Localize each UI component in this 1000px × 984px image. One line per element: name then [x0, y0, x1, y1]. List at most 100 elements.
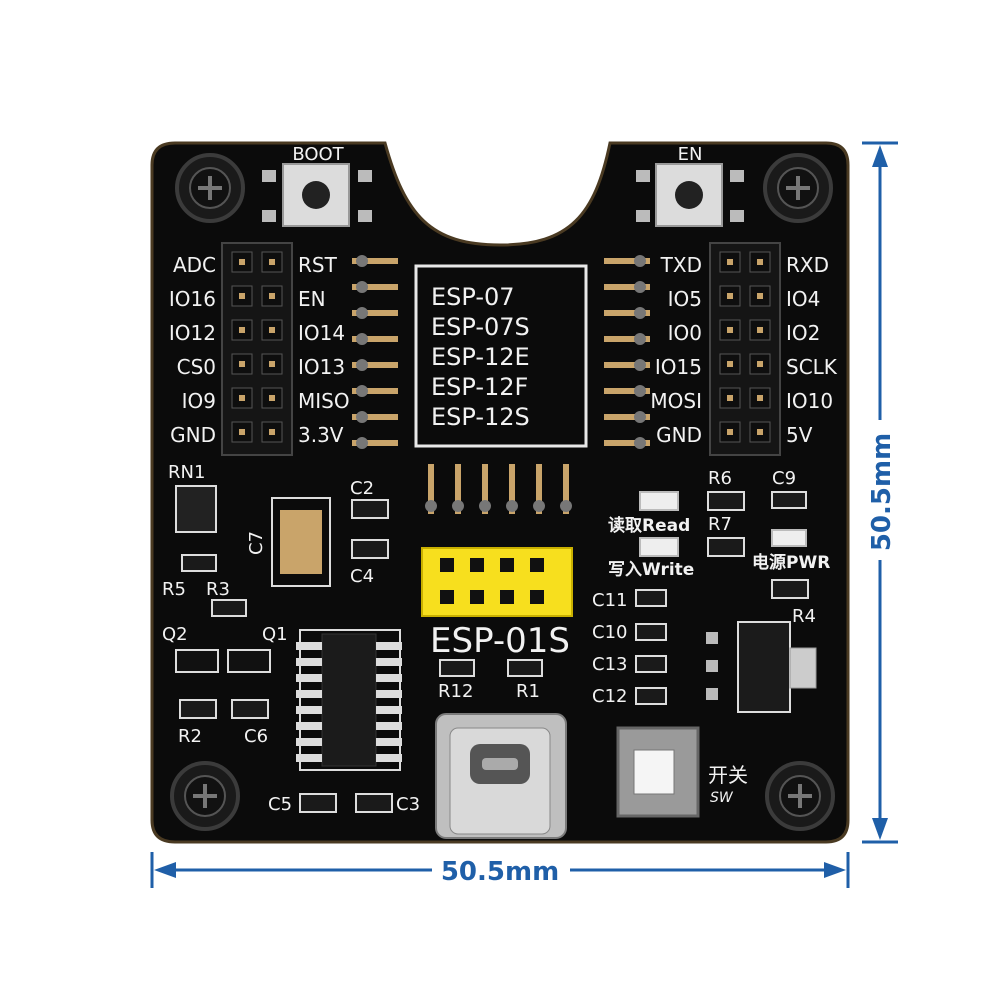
c11-label: C11	[592, 590, 627, 611]
spring-pin-head	[452, 500, 464, 512]
spring-pin-head	[356, 437, 368, 449]
spring-pin-head	[506, 500, 518, 512]
led-read	[639, 491, 679, 511]
spring-pin	[352, 440, 398, 446]
capacitor-c7-outline	[271, 497, 331, 587]
esp01s-label: ESP-01S	[430, 621, 570, 661]
spring-pin	[352, 388, 398, 394]
left-outer-labels: ADC IO16 IO12 CS0 IO9 GND	[169, 253, 216, 447]
c5-label: C5	[268, 794, 292, 815]
pin-label: SCLK	[786, 355, 838, 379]
pin-label: IO15	[655, 355, 702, 379]
mount-hole-top-left	[175, 153, 245, 223]
r3-label: R3	[206, 579, 230, 600]
pin-label: IO4	[786, 287, 820, 311]
pin-label: GND	[656, 423, 702, 447]
header-pin-contact	[239, 327, 245, 333]
spring-pin	[428, 464, 434, 514]
c2-label: C2	[350, 478, 374, 499]
resistor-r5	[181, 554, 217, 572]
header-pin-contact	[757, 327, 763, 333]
header-pin-contact	[269, 429, 275, 435]
right-pin-header	[709, 242, 781, 456]
spring-pin-head	[356, 359, 368, 371]
pin-label: IO16	[169, 287, 216, 311]
spring-pin	[536, 464, 542, 514]
spring-pin	[455, 464, 461, 514]
c13-label: C13	[592, 654, 627, 675]
pin-label: GND	[170, 423, 216, 447]
spring-pin-head	[634, 333, 646, 345]
spring-pin-head	[634, 385, 646, 397]
q1-label: Q1	[262, 624, 288, 645]
spring-pin	[604, 388, 650, 394]
spring-pin	[352, 310, 398, 316]
switch-label-en: SW	[710, 790, 734, 806]
capacitor-c4	[351, 539, 389, 559]
chip-leg	[296, 642, 322, 650]
pin-label: IO2	[786, 321, 820, 345]
capacitor-c12	[635, 687, 667, 705]
chip-leg	[296, 706, 322, 714]
chip-leg	[376, 706, 402, 714]
c9-label: C9	[772, 468, 796, 489]
spring-pin	[604, 310, 650, 316]
boot-button[interactable]	[262, 163, 372, 227]
r12-label: R12	[438, 681, 473, 702]
r5-label: R5	[162, 579, 186, 600]
pin-label: 5V	[786, 423, 813, 447]
resistor-r4	[771, 579, 809, 599]
pin-label: TXD	[660, 253, 702, 277]
pin-label: ADC	[173, 253, 216, 277]
spring-pin	[563, 464, 569, 514]
en-button[interactable]	[636, 163, 744, 227]
write-led-label: 写入Write	[608, 560, 694, 580]
r1-label: R1	[516, 681, 540, 702]
spring-pin-head	[356, 333, 368, 345]
capacitor-c11	[635, 589, 667, 607]
header-pin-contact	[757, 395, 763, 401]
spring-pin-head	[634, 255, 646, 267]
left-pin-header	[221, 242, 293, 456]
rn1-label: RN1	[168, 462, 205, 483]
c12-label: C12	[592, 686, 627, 707]
spring-pin	[604, 414, 650, 420]
spring-pins-left	[352, 255, 398, 449]
capacitor-c9	[771, 491, 807, 509]
spring-pin-head	[634, 437, 646, 449]
pin-label: IO9	[182, 389, 216, 413]
header-pin-contact	[757, 429, 763, 435]
right-inner-labels: TXD IO5 IO0 IO15 MOSI GND	[650, 253, 702, 447]
c3-label: C3	[396, 794, 420, 815]
chip-leg	[296, 754, 322, 762]
spring-pin	[352, 284, 398, 290]
spring-pin-head	[634, 307, 646, 319]
header-pin-contact	[757, 293, 763, 299]
r4-label: R4	[792, 606, 816, 627]
q2-label: Q2	[162, 624, 188, 645]
resistor-network	[175, 485, 217, 533]
spring-pins-right	[604, 255, 650, 449]
module-label: ESP-12E	[431, 343, 530, 371]
resistor-r1	[507, 659, 543, 677]
chip-leg	[296, 658, 322, 666]
spring-pin-head	[356, 255, 368, 267]
c4-label: C4	[350, 566, 374, 587]
power-switch[interactable]	[616, 726, 700, 818]
chip-leg	[376, 674, 402, 682]
usb-c-connector[interactable]	[435, 713, 567, 839]
header-pin-contact	[727, 361, 733, 367]
spring-pin	[352, 258, 398, 264]
spring-pin-head	[356, 281, 368, 293]
header-pin-contact	[727, 327, 733, 333]
module-label: ESP-07S	[431, 313, 530, 341]
header-pin-contact	[269, 293, 275, 299]
capacitor-c2	[351, 499, 389, 519]
read-led-label: 读取Read	[608, 515, 690, 536]
c7-label: C7	[246, 531, 267, 555]
chip-leg	[296, 690, 322, 698]
header-pin-contact	[269, 327, 275, 333]
header-pin-contact	[239, 429, 245, 435]
capacitor-c6	[231, 699, 269, 719]
